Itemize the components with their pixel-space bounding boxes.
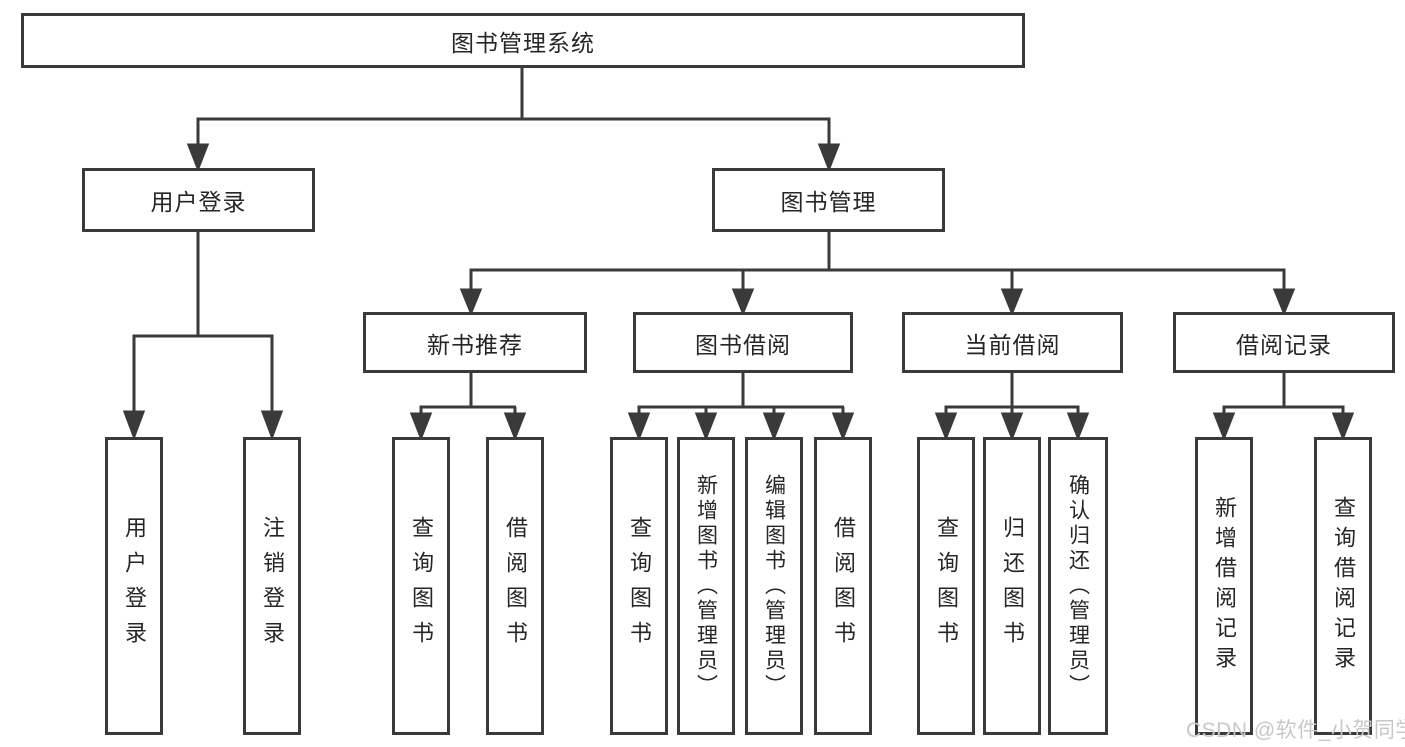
arrow-bb-query-head: [627, 412, 651, 442]
arrow-bb-edit-head: [762, 412, 786, 442]
node-book-mgmt-label: 图书管理: [780, 189, 877, 215]
arrow-cb-return-head: [1000, 412, 1024, 442]
arrow-user-login-head: [186, 143, 210, 173]
node-leaf-bb-edit: 编辑图书（管理员）: [745, 437, 803, 735]
node-leaf-cb-confirm: 确认归还（管理员）: [1048, 437, 1108, 735]
node-book-borrow-label: 图书借阅: [695, 331, 791, 358]
arrow-bb-add-head: [694, 412, 718, 442]
node-leaf-rec-query-label: 查询图书: [409, 516, 434, 656]
node-leaf-bb-borrow: 借阅图书: [814, 437, 872, 735]
arrow-rec-borrow-head: [503, 412, 527, 442]
node-borrow-records: 借阅记录: [1173, 312, 1395, 373]
arrow-logout-head: [260, 410, 284, 441]
node-new-book-rec-label: 新书推荐: [427, 331, 523, 358]
arrow-bb-borrow-head: [831, 412, 855, 442]
arrow-br-add-head: [1212, 412, 1236, 442]
node-leaf-cb-query-label: 查询图书: [934, 516, 959, 656]
arrow-br-query-head: [1331, 412, 1355, 442]
csdn-watermark: CSDN @软件_小贺同学: [1186, 719, 1405, 742]
node-leaf-bb-add: 新增图书（管理员）: [677, 437, 735, 735]
node-leaf-cb-return: 归还图书: [983, 437, 1041, 735]
node-leaf-rec-borrow: 借阅图书: [486, 437, 544, 735]
node-current-borrow-label: 当前借阅: [964, 331, 1061, 358]
arrow-cb-query-head: [934, 412, 958, 442]
node-leaf-br-query: 查询借阅记录: [1314, 437, 1372, 735]
node-leaf-bb-query-label: 查询图书: [627, 516, 652, 656]
arrow-borrow-records-head: [1272, 288, 1296, 316]
node-leaf-login-label: 用户登录: [122, 516, 147, 656]
node-book-mgmt: 图书管理: [712, 168, 945, 232]
node-leaf-rec-query: 查询图书: [392, 437, 450, 735]
node-root-label: 图书管理系统: [451, 29, 595, 56]
node-leaf-cb-confirm-label: 确认归还（管理员）: [1066, 473, 1090, 699]
node-leaf-cb-query: 查询图书: [917, 437, 975, 735]
node-leaf-cb-return-label: 归还图书: [1000, 516, 1025, 656]
node-leaf-logout-label: 注销登录: [260, 516, 285, 656]
node-current-borrow: 当前借阅: [902, 312, 1123, 373]
node-new-book-rec: 新书推荐: [363, 312, 587, 373]
node-leaf-logout: 注销登录: [243, 437, 301, 735]
node-book-borrow: 图书借阅: [633, 312, 853, 373]
node-user-login-label: 用户登录: [150, 189, 247, 215]
node-user-login: 用户登录: [82, 168, 315, 232]
arrow-login-head: [122, 410, 146, 441]
node-borrow-records-label: 借阅记录: [1236, 331, 1332, 358]
node-leaf-bb-add-label: 新增图书（管理员）: [694, 473, 718, 699]
arrow-cb-confirm-head: [1066, 412, 1090, 442]
arrow-book-mgmt-head: [817, 143, 841, 173]
arrow-new-book-rec-head: [459, 288, 483, 316]
node-root: 图书管理系统: [21, 13, 1025, 68]
node-leaf-rec-borrow-label: 借阅图书: [503, 516, 528, 656]
node-leaf-bb-borrow-label: 借阅图书: [831, 516, 856, 656]
node-leaf-login: 用户登录: [105, 437, 163, 735]
node-leaf-br-add: 新增借阅记录: [1195, 437, 1253, 735]
node-leaf-br-add-label: 新增借阅记录: [1212, 496, 1237, 676]
arrow-rec-query-head: [409, 412, 433, 442]
node-leaf-br-query-label: 查询借阅记录: [1331, 496, 1356, 676]
arrow-current-borrow-head: [1000, 288, 1024, 316]
node-leaf-bb-edit-label: 编辑图书（管理员）: [762, 473, 786, 699]
arrow-book-borrow-head: [731, 288, 755, 316]
node-leaf-bb-query: 查询图书: [610, 437, 668, 735]
